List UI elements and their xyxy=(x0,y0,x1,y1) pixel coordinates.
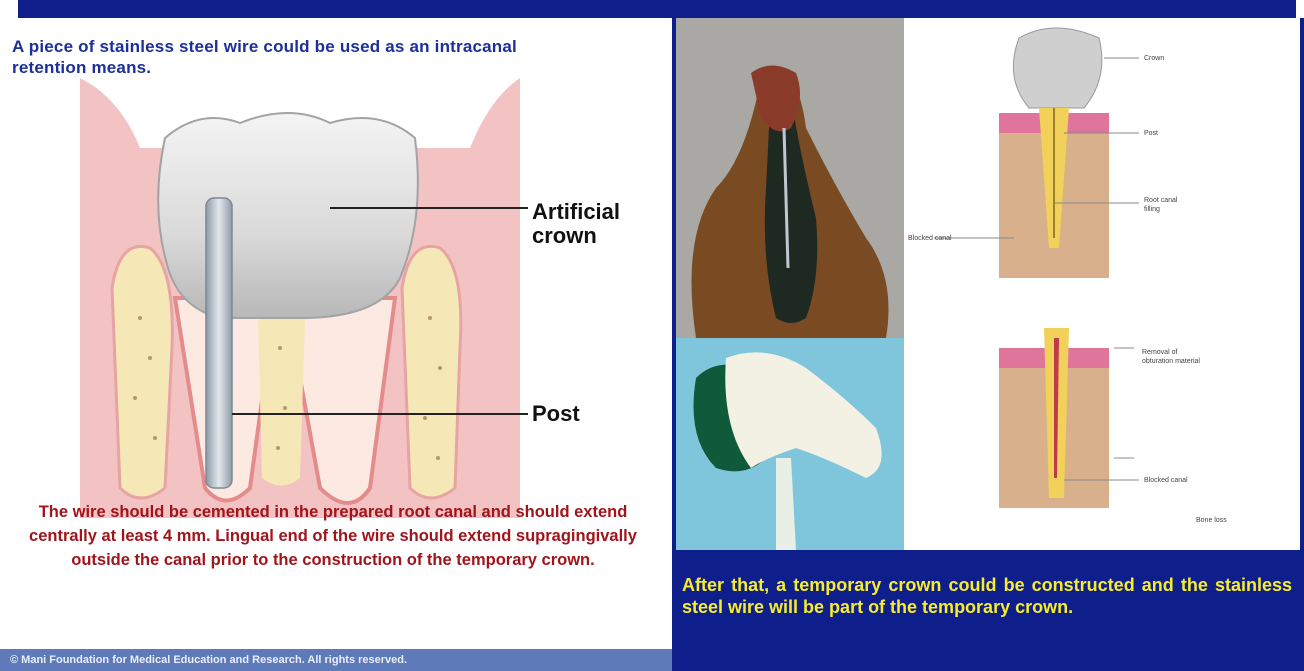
diagram-label-post: Post xyxy=(1144,129,1158,138)
diagram-label-bone: Bone loss xyxy=(1196,516,1227,525)
copyright-footer: © Mani Foundation for Medical Education … xyxy=(0,649,672,671)
diagram-label-removal: Removal of obturation material xyxy=(1142,348,1202,366)
diagram-label-blocked-canal: Blocked canal xyxy=(908,234,952,243)
label-artificial-crown: Artificial crown xyxy=(532,200,620,248)
diagram-label-blocked-canal-2: Blocked canal xyxy=(1144,476,1188,485)
right-slide-panel: Crown Post Root canal filling Blocked ca… xyxy=(672,18,1304,671)
top-header-bar xyxy=(18,0,1296,18)
diagram-label-root-canal-filling: Root canal filling xyxy=(1144,196,1184,214)
tooth-post-crown-illustration xyxy=(0,18,672,671)
temporary-crown-photo xyxy=(676,338,904,550)
left-slide-panel: A piece of stainless steel wire could be… xyxy=(0,18,672,671)
diagram-label-crown: Crown xyxy=(1144,54,1164,63)
right-caption: After that, a temporary crown could be c… xyxy=(682,574,1292,618)
label-post: Post xyxy=(532,402,580,426)
tooth-diagram: Crown Post Root canal filling Blocked ca… xyxy=(904,18,1300,550)
intro-text: A piece of stainless steel wire could be… xyxy=(12,36,572,78)
tooth-section-photo xyxy=(676,18,904,338)
left-caption: The wire should be cemented in the prepa… xyxy=(28,500,638,572)
